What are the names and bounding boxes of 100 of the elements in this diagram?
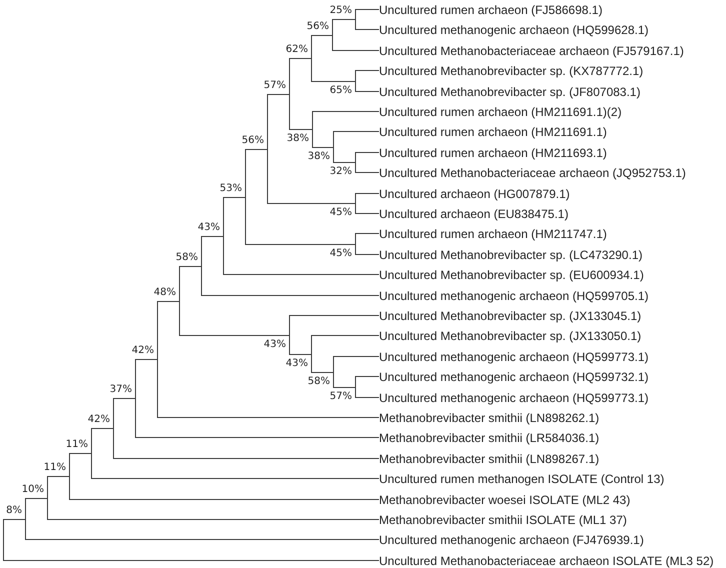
- bootstrap-value: 38%: [286, 133, 309, 144]
- tree-branch: [179, 301, 290, 336]
- bootstrap-value: 53%: [220, 183, 242, 194]
- taxon-label: Uncultured rumen archaeon (HM211691.1): [379, 124, 607, 138]
- bootstrap-value: 43%: [264, 339, 286, 350]
- bootstrap-value: 11%: [44, 462, 66, 473]
- tree-branch: [267, 94, 290, 150]
- tree-branch: [355, 193, 380, 204]
- tree-branch: [311, 335, 380, 355]
- taxon-label: Uncultured rumen methanogen ISOLATE (Control 13): [379, 472, 664, 486]
- tree-branch: [355, 203, 380, 214]
- taxon-label: Uncultured Methanobacteriaceae archaeon (FJ579167.1): [379, 44, 684, 58]
- taxon-label: Uncultured Methanobrevibacter sp. (JX133050.1): [379, 328, 642, 342]
- tree-branch: [113, 398, 136, 429]
- bootstrap-value: 45%: [330, 248, 352, 259]
- bootstrap-value: 25%: [330, 5, 352, 16]
- tree-branch: [157, 301, 180, 360]
- bootstrap-value: 38%: [308, 151, 330, 162]
- tree-branch: [245, 197, 356, 245]
- tree-branch: [69, 453, 92, 477]
- tree-branch: [355, 244, 380, 255]
- bootstrap-value: 57%: [330, 391, 352, 402]
- taxon-label: Uncultured methanogenic archaeon (HQ599628.1): [379, 22, 649, 36]
- taxon-label: Methanobrevibacter smithii (LN898267.1): [379, 452, 600, 466]
- taxon-label: Methanobrevibacter smithii (LN898262.1): [379, 410, 600, 424]
- taxon-label: Methanobrevibacter smithii ISOLATE (ML1 37): [379, 512, 627, 526]
- tree-branch: [289, 58, 312, 95]
- bootstrap-value: 43%: [198, 222, 220, 233]
- tree-branch: [355, 387, 380, 398]
- bootstrap-value: 37%: [110, 384, 132, 395]
- tree-branch: [355, 376, 380, 388]
- taxon-label: Uncultured methanogenic archaeon (HQ599705.1): [379, 288, 649, 302]
- tree-branch: [245, 149, 268, 198]
- tree-branch: [333, 131, 380, 148]
- tree-branch: [179, 266, 202, 302]
- tree-branch: [355, 81, 380, 92]
- tree-branch: [113, 428, 380, 459]
- bootstrap-value: 56%: [306, 21, 329, 32]
- taxon-label: Uncultured rumen archaeon (FJ586698.1): [379, 2, 602, 16]
- tree-branch: [201, 266, 380, 296]
- tree-branch: [311, 58, 356, 82]
- bootstrap-value: 11%: [66, 439, 88, 450]
- taxon-label: Uncultured Methanobacteriaceae archaeon ISOLATE (ML3 52): [379, 554, 714, 568]
- tree-branch: [135, 398, 380, 438]
- tree-branch: [333, 147, 356, 163]
- tree-branch: [91, 428, 114, 454]
- taxon-label: Methanobrevibacter smithii (LR584036.1): [379, 430, 600, 444]
- tree-branch: [332, 19, 356, 36]
- tree-branch: [135, 359, 158, 399]
- tree-branch: [47, 498, 380, 520]
- bootstrap-value: 58%: [308, 376, 330, 387]
- bootstrap-value: 43%: [286, 358, 308, 369]
- taxon-label: Uncultured archaeon (HG007879.1): [379, 186, 570, 200]
- bootstrap-value: 56%: [242, 135, 264, 146]
- bootstrap-value: 57%: [264, 80, 286, 91]
- tree-branch: [333, 372, 356, 388]
- tree-branch: [47, 476, 70, 499]
- bootstrap-value: 8%: [6, 505, 22, 516]
- tree-branch: [3, 519, 380, 561]
- tree-branch: [355, 19, 380, 30]
- taxon-label: Uncultured rumen archaeon (HM211747.1): [379, 226, 607, 240]
- taxon-label: Uncultured methanogenic archaeon (FJ476939.1): [379, 532, 644, 546]
- tree-branch: [91, 453, 380, 479]
- tree-branch: [355, 152, 380, 163]
- tree-branch: [223, 197, 246, 237]
- tree-branch: [312, 111, 380, 130]
- tree-branch: [157, 359, 380, 418]
- tree-branch: [332, 35, 380, 51]
- tree-branch: [355, 70, 380, 82]
- bootstrap-value: 42%: [88, 414, 110, 425]
- tree-branch: [267, 149, 356, 204]
- bootstrap-value: 58%: [176, 252, 198, 263]
- taxon-label: Uncultured Methanobacteriaceae archaeon (JQ952753.1): [379, 166, 686, 180]
- tree-branch: [355, 162, 380, 173]
- bootstrap-value: 42%: [132, 345, 154, 356]
- bootstrap-value: 10%: [22, 484, 44, 495]
- taxon-label: Uncultured rumen archaeon (HM211693.1): [379, 146, 607, 160]
- tree-branch: [311, 35, 333, 59]
- tree-branch: [201, 236, 224, 267]
- taxon-label: Uncultured methanogenic archaeon (HQ599732.1): [379, 370, 649, 384]
- tree-branch: [289, 335, 312, 355]
- taxon-label: Uncultured Methanobrevibacter sp. (JF807083.1): [379, 84, 640, 98]
- taxon-label: Uncultured methanogenic archaeon (HQ599773.1): [379, 350, 649, 364]
- taxon-label: Methanobrevibacter woesei ISOLATE (ML2 43): [379, 492, 630, 506]
- bootstrap-value: 65%: [330, 85, 352, 96]
- taxon-label: Uncultured Methanobrevibacter sp. (LC473290.1): [379, 248, 642, 262]
- bootstrap-value: 32%: [330, 166, 352, 177]
- bootstrap-value: 62%: [286, 44, 308, 55]
- taxon-label: Uncultured methanogenic archaeon (HQ599773.1): [379, 390, 649, 404]
- taxon-label: Uncultured Methanobrevibacter sp. (JX133045.1): [379, 308, 642, 322]
- taxon-label: Uncultured Methanobrevibacter sp. (EU600934.1): [379, 268, 644, 282]
- taxon-label: Uncultured archaeon (EU838475.1): [379, 206, 568, 220]
- tree-branch: [311, 354, 334, 373]
- taxon-label: Uncultured Methanobrevibacter sp. (KX787772.1): [379, 64, 644, 78]
- tree-branch: [69, 476, 380, 500]
- tree-branch: [25, 519, 380, 540]
- tree-branch: [355, 9, 380, 20]
- taxon-label: Uncultured rumen archaeon (HM211691.1)(2): [379, 104, 622, 118]
- tree-branch: [289, 94, 313, 130]
- tree-branch: [289, 315, 380, 336]
